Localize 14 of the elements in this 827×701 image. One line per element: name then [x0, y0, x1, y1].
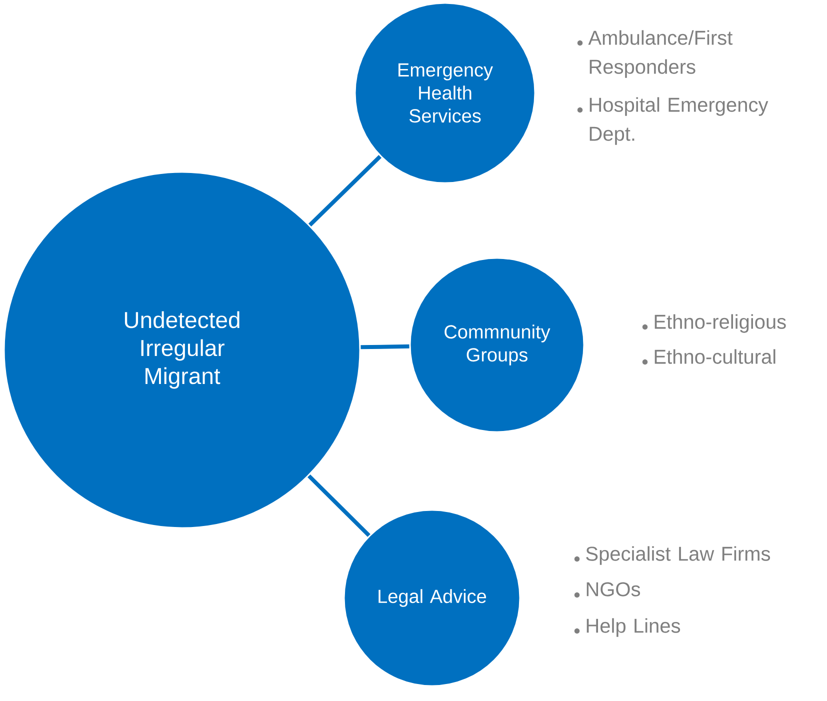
bullet-item: Hospital Emergency Dept.: [577, 97, 768, 145]
bullet-item: Ethno-cultural: [642, 349, 776, 365]
bullet-item: NGOs: [574, 582, 640, 598]
circle-node: Emergency Health Services: [354, 2, 536, 184]
bullet-item: Specialist Law Firms: [574, 546, 770, 565]
circle-node: Legal Advice: [343, 509, 521, 687]
connector-line: [308, 154, 382, 226]
circle-node: Undetected Irregular Migrant: [3, 171, 361, 529]
bullet-item: Ambulance/First Responders: [577, 30, 733, 78]
circle-node: Commnunity Groups: [409, 257, 585, 433]
bullet-item: Ethno-religious: [642, 314, 786, 333]
connector-line: [360, 344, 410, 350]
connector-line: [308, 474, 370, 537]
bullet-item: Help Lines: [574, 618, 680, 637]
